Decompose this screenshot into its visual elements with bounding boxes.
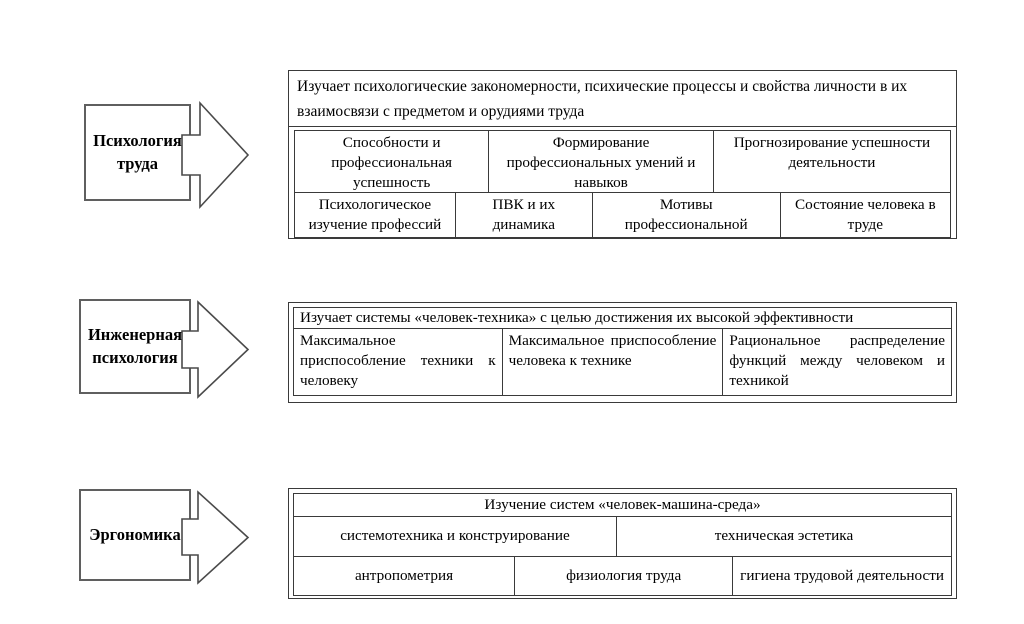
table-cell: Прогнозирование успешности деятельности <box>712 131 950 192</box>
table-row: антропометрия физиология труда гигиена т… <box>294 556 951 595</box>
table-cell: ПВК и их динамика <box>454 193 592 237</box>
table-cell: Формирование профессиональных умений и н… <box>488 131 713 192</box>
section-label-engineering-psychology: Инженерная психология <box>87 325 183 367</box>
table-row: Психологическое изучение профессий ПВК и… <box>295 192 950 237</box>
table-cell: Рациональное распределение функций между… <box>722 329 951 395</box>
block-arrow-shape-2 <box>79 299 250 399</box>
table-cell: антропометрия <box>354 566 454 584</box>
table-cell: гигиена трудовой деятельности <box>732 557 951 595</box>
table-cell: Мотивы профессиональной <box>591 193 780 237</box>
section-3-definition: Изучение систем «человек-машина-среда» <box>294 494 951 517</box>
section-label-ergonomics: Эргономика <box>89 524 181 544</box>
table-cell: Способности и профессиональная успешност… <box>331 134 453 192</box>
table-cell: Максимальное приспособление техники к че… <box>300 332 496 390</box>
table-cell: физиология труда <box>514 557 732 595</box>
table-cell: техническая эстетика <box>615 517 951 556</box>
table-row: системотехника и конструирование техниче… <box>294 517 951 556</box>
section-1-table: Способности и профессиональная успешност… <box>294 130 951 238</box>
section-label-psychology-of-labor: Психология труда <box>93 131 182 173</box>
block-arrow-shape-3 <box>79 489 250 585</box>
content-box-engineering-psychology: Изучает системы «человек-техника» с цель… <box>288 302 957 403</box>
content-box-ergonomics: Изучение систем «человек-машина-среда» с… <box>288 488 957 599</box>
table-row: Способности и профессиональная успешност… <box>295 131 950 192</box>
table-row: Максимальное приспособление техники к че… <box>294 329 951 395</box>
content-box-psychology-of-labor: Изучает психологические закономерности, … <box>288 70 957 239</box>
table-cell: Максимальное приспособление человека к т… <box>501 329 723 395</box>
section-2-definition: Изучает системы «человек-техника» с цель… <box>294 308 951 329</box>
table-cell: Состояние человека в труде <box>779 193 950 237</box>
table-cell: системотехника и конструирование <box>340 527 570 545</box>
section-2-table: Изучает системы «человек-техника» с цель… <box>293 307 952 396</box>
section-3-table: Изучение систем «человек-машина-среда» с… <box>293 493 952 596</box>
section-1-definition: Изучает психологические закономерности, … <box>289 71 956 127</box>
block-arrow-shape-1 <box>84 100 250 210</box>
table-cell: Психологическое изучение профессий <box>308 195 442 233</box>
